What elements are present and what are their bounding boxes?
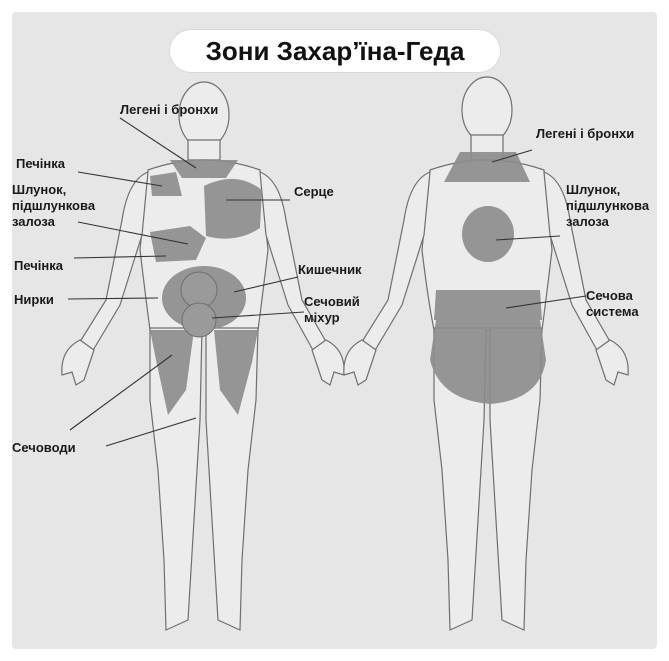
diagram-title: Зони Захар’їна-Геда [170, 30, 500, 72]
label-back-stomach-pancreas: Шлунок, підшлункова залоза [566, 182, 649, 230]
label-front-stomach-pancreas: Шлунок, підшлункова залоза [12, 182, 95, 230]
front-zone-heart [204, 179, 262, 239]
label-front-intestine: Кишечник [298, 262, 362, 278]
label-front-liver-lower: Печінка [14, 258, 63, 274]
front-zone-circle-lower [182, 303, 216, 337]
label-front-kidneys: Нирки [14, 292, 54, 308]
back-zone-stomach [462, 206, 514, 262]
label-back-urinary-system: Сечова система [586, 288, 639, 320]
label-front-heart: Серце [294, 184, 334, 200]
label-front-bladder: Сечовий міхур [304, 294, 360, 326]
back-head [462, 77, 512, 143]
label-front-ureters: Сечоводи [12, 440, 76, 456]
label-front-liver-upper: Печінка [16, 156, 65, 172]
diagram-background [12, 12, 657, 649]
label-back-lungs-bronchi: Легені і бронхи [536, 126, 634, 142]
label-front-lungs-bronchi: Легені і бронхи [120, 102, 218, 118]
front-neck [188, 140, 220, 160]
